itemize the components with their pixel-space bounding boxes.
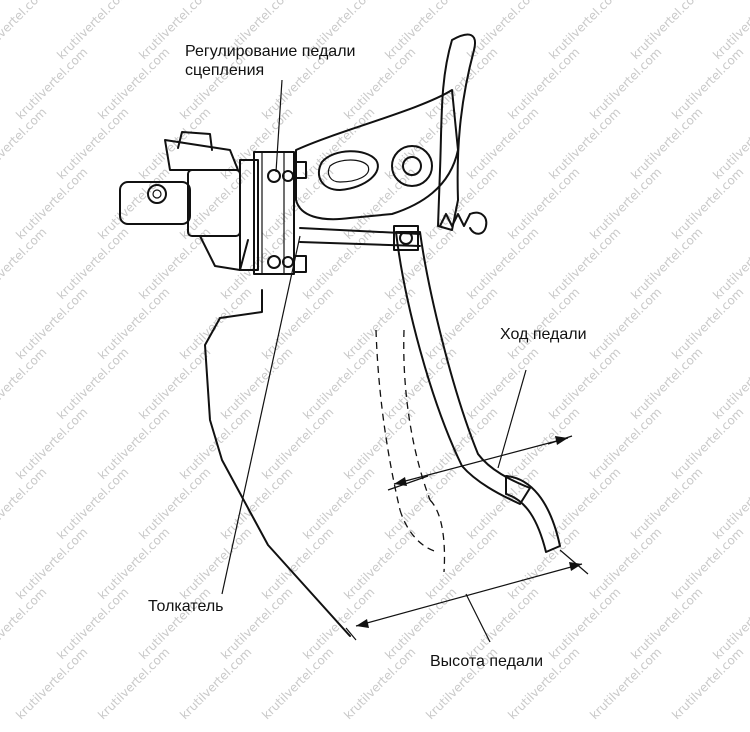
watermark-text: krutilvertel.com — [95, 45, 172, 122]
return-spring — [439, 211, 488, 235]
watermark-text: krutilvertel.com — [505, 405, 582, 482]
watermark-text: krutilvertel.com — [669, 285, 746, 362]
watermark-text: krutilvertel.com — [13, 405, 90, 482]
watermark-text: krutilvertel.com — [259, 285, 336, 362]
watermark-text: krutilvertel.com — [13, 525, 90, 602]
watermark-text: krutilvertel.com — [382, 345, 459, 422]
watermark-text: krutilvertel.com — [546, 465, 623, 542]
watermark-text: krutilvertel.com — [587, 45, 664, 122]
watermark-text: krutilvertel.com — [464, 465, 541, 542]
watermark-text: krutilvertel.com — [136, 345, 213, 422]
master-cylinder — [119, 131, 259, 271]
watermark-text: krutilvertel.com — [669, 645, 746, 722]
watermark-text: krutilvertel.com — [259, 525, 336, 602]
watermark-text: krutilvertel.com — [300, 345, 377, 422]
watermark-text: krutilvertel.com — [546, 345, 623, 422]
watermark-text: krutilvertel.com — [546, 0, 623, 62]
watermark-text: krutilvertel.com — [423, 405, 500, 482]
watermark-text: krutilvertel.com — [587, 525, 664, 602]
watermark-text: krutilvertel.com — [669, 525, 746, 602]
watermark-text: krutilvertel.com — [341, 405, 418, 482]
watermark-text: krutilvertel.com — [382, 585, 459, 662]
adjustment-bracket — [253, 151, 307, 275]
watermark-text: krutilvertel.com — [218, 585, 295, 662]
pedal-travel-dimension — [387, 369, 573, 491]
watermark-text: krutilvertel.com — [423, 165, 500, 242]
clutch-pedal-arm — [395, 231, 561, 553]
watermark-text: krutilvertel.com — [587, 405, 664, 482]
watermark-text: krutilvertel.com — [628, 465, 705, 542]
watermark-text: krutilvertel.com — [341, 525, 418, 602]
watermark-text: krutilvertel.com — [546, 105, 623, 182]
watermark-text: krutilvertel.com — [464, 345, 541, 422]
watermark-text: krutilvertel.com — [95, 165, 172, 242]
watermark-text: krutilvertel.com — [177, 645, 254, 722]
watermark-text: krutilvertel.com — [546, 585, 623, 662]
watermark-text: krutilvertel.com — [95, 645, 172, 722]
adjust-leader-line — [275, 79, 283, 173]
pedal-travel-label: Ход педали — [500, 326, 587, 343]
watermark-text: krutilvertel.com — [505, 45, 582, 122]
watermark-text: krutilvertel.com — [587, 285, 664, 362]
watermark-text: krutilvertel.com — [628, 105, 705, 182]
watermark-text: krutilvertel.com — [0, 0, 49, 62]
watermark-text: krutilvertel.com — [218, 465, 295, 542]
watermark-text: krutilvertel.com — [587, 645, 664, 722]
pushrod-label: Толкатель — [148, 598, 224, 615]
watermark-text: krutilvertel.com — [669, 45, 746, 122]
watermark-text: krutilvertel.com — [546, 225, 623, 302]
watermark-text: krutilvertel.com — [177, 525, 254, 602]
watermark-text: krutilvertel.com — [218, 345, 295, 422]
watermark-text: krutilvertel.com — [95, 525, 172, 602]
watermark-text: krutilvertel.com — [259, 405, 336, 482]
pedal-support-bracket — [295, 89, 459, 221]
watermark-text: krutilvertel.com — [13, 285, 90, 362]
watermark-text: krutilvertel.com — [628, 225, 705, 302]
watermark-text: krutilvertel.com — [300, 225, 377, 302]
watermark-text: krutilvertel.com — [628, 585, 705, 662]
pushrod-leader-line — [221, 235, 301, 595]
watermark-text: krutilvertel.com — [54, 105, 131, 182]
watermark-text: krutilvertel.com — [54, 345, 131, 422]
watermark-text: krutilvertel.com — [54, 225, 131, 302]
watermark-text: krutilvertel.com — [423, 525, 500, 602]
clutch-adjustment-label: Регулирование педали сцепления — [185, 42, 355, 80]
watermark-text: krutilvertel.com — [136, 465, 213, 542]
watermark-text: krutilvertel.com — [95, 405, 172, 482]
watermark-text: krutilvertel.com — [669, 165, 746, 242]
released-position-outline — [375, 329, 446, 573]
watermark-text: krutilvertel.com — [54, 585, 131, 662]
watermark-text: krutilvertel.com — [54, 465, 131, 542]
watermark-text: krutilvertel.com — [259, 645, 336, 722]
clutch-adjustment-label-line2: сцепления — [185, 62, 265, 80]
watermark-text: krutilvertel.com — [669, 405, 746, 482]
pedal-upper-arm — [437, 33, 476, 231]
clutch-adjustment-label-line1: Регулирование педали — [185, 43, 356, 60]
watermark-text: krutilvertel.com — [464, 585, 541, 662]
pedal-height-label: Высота педали — [430, 653, 544, 670]
watermark-text: krutilvertel.com — [341, 645, 418, 722]
watermark-text: krutilvertel.com — [13, 45, 90, 122]
watermark-text: krutilvertel.com — [95, 285, 172, 362]
watermark-text: krutilvertel.com — [628, 345, 705, 422]
pedal-height-dimension — [355, 549, 589, 643]
watermark-text: krutilvertel.com — [587, 165, 664, 242]
watermark-text: krutilvertel.com — [505, 285, 582, 362]
watermark-text: krutilvertel.com — [464, 0, 541, 62]
watermark-text: krutilvertel.com — [177, 405, 254, 482]
watermark-text: krutilvertel.com — [13, 645, 90, 722]
watermark-text: krutilvertel.com — [464, 105, 541, 182]
panel-outline — [204, 289, 351, 637]
panel-edge — [345, 627, 357, 641]
watermark-text: krutilvertel.com — [423, 285, 500, 362]
watermark-text: krutilvertel.com — [13, 165, 90, 242]
watermark-text: krutilvertel.com — [505, 165, 582, 242]
watermark-text: krutilvertel.com — [54, 0, 131, 62]
watermark-text: krutilvertel.com — [464, 225, 541, 302]
watermark-text: krutilvertel.com — [300, 465, 377, 542]
watermark-text: krutilvertel.com — [628, 0, 705, 62]
